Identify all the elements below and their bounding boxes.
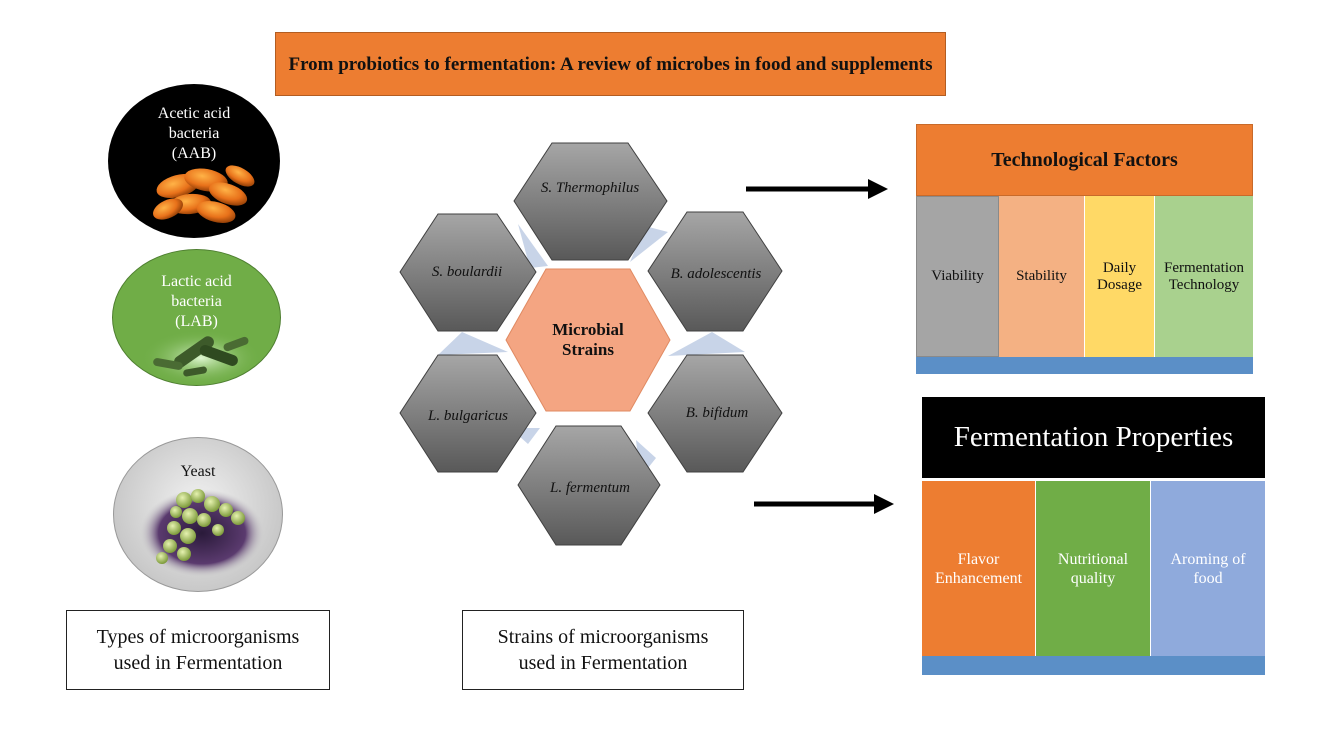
label-line: Acetic acid bbox=[157, 105, 231, 122]
factor-fermentation-technology: Fermentation Technology bbox=[1155, 196, 1253, 357]
factor-label: Daily Dosage bbox=[1097, 259, 1142, 293]
label-line: bacteria bbox=[168, 125, 220, 142]
label-line: Yeast bbox=[180, 463, 216, 480]
circle-acetic-acid-bacteria: Acetic acid bacteria (AAB) bbox=[108, 84, 280, 238]
arrow-to-fermentation-properties bbox=[754, 494, 894, 514]
hexagon-cluster bbox=[399, 142, 783, 546]
strain-label-s-boulardii: S. boulardii bbox=[431, 263, 503, 280]
circle-label-lab: Lactic acid bacteria (LAB) bbox=[113, 272, 280, 332]
fermentation-properties-title: Fermentation Properties bbox=[922, 397, 1265, 478]
hexagon-s-boulardii bbox=[399, 213, 537, 332]
hexagon-s-thermophilus bbox=[513, 142, 668, 261]
technological-factors-title: Technological Factors bbox=[916, 124, 1253, 196]
rod-bacteria-icon bbox=[141, 330, 261, 385]
label-line: bacteria bbox=[171, 293, 222, 310]
property-label: Flavor Enhancement bbox=[934, 550, 1023, 587]
circle-label-yeast: Yeast bbox=[114, 462, 282, 482]
connector-wedge bbox=[438, 332, 508, 355]
connector-wedge bbox=[668, 332, 745, 356]
strain-center-label: Microbial Strains bbox=[552, 320, 624, 359]
factor-label: Stability bbox=[1016, 268, 1067, 284]
hexagon-center-microbial-strains bbox=[505, 268, 671, 412]
label-line: (LAB) bbox=[175, 313, 218, 330]
connector-wedge bbox=[518, 224, 548, 268]
strain-label-l-fermentum: L. fermentum bbox=[550, 479, 630, 496]
hexagon-b-bifidum bbox=[647, 354, 783, 473]
yeast-cells-icon bbox=[140, 489, 264, 577]
circle-lactic-acid-bacteria: Lactic acid bacteria (LAB) bbox=[112, 249, 281, 386]
strain-label-b-adolescentis: B. adolescentis bbox=[670, 265, 762, 282]
caption-strains-of-microorganisms: Strains of microorganisms used in Fermen… bbox=[462, 610, 744, 690]
property-aroming-of-food: Aroming of food bbox=[1151, 481, 1265, 656]
property-nutritional-quality: Nutritional quality bbox=[1036, 481, 1151, 656]
circle-label-aab: Acetic acid bacteria (AAB) bbox=[108, 104, 280, 164]
label-line: Lactic acid bbox=[161, 273, 232, 290]
factor-label: Fermentation Technology bbox=[1164, 259, 1244, 293]
arrow-to-technological-factors bbox=[746, 179, 888, 199]
strain-label-s-thermophilus: S. Thermophilus bbox=[540, 179, 640, 196]
strain-label-b-bifidum: B. bifidum bbox=[685, 404, 749, 421]
caption-types-of-microorganisms: Types of microorganisms used in Fermenta… bbox=[66, 610, 330, 690]
strain-label-l-bulgaricus: L. bulgaricus bbox=[427, 407, 508, 424]
label-line: (AAB) bbox=[171, 145, 217, 162]
factor-stability: Stability bbox=[999, 196, 1085, 357]
hexagon-l-fermentum bbox=[517, 425, 661, 546]
diagram-title: From probiotics to fermentation: A revie… bbox=[275, 32, 946, 96]
fermentation-properties-bottom-bar bbox=[922, 656, 1265, 675]
factor-label: Viability bbox=[931, 268, 984, 284]
circle-yeast: Yeast bbox=[113, 437, 283, 592]
property-label: Nutritional quality bbox=[1057, 550, 1129, 587]
technological-factors-bottom-bar bbox=[916, 357, 1253, 374]
hexagon-b-adolescentis bbox=[647, 211, 783, 332]
hexagon-l-bulgaricus bbox=[399, 354, 537, 473]
connector-wedge bbox=[630, 226, 668, 262]
property-label: Aroming of food bbox=[1170, 550, 1246, 587]
property-flavor-enhancement: Flavor Enhancement bbox=[922, 481, 1036, 656]
orange-bacteria-icon bbox=[153, 165, 255, 223]
factor-viability: Viability bbox=[916, 196, 999, 357]
factor-daily-dosage: Daily Dosage bbox=[1085, 196, 1155, 357]
